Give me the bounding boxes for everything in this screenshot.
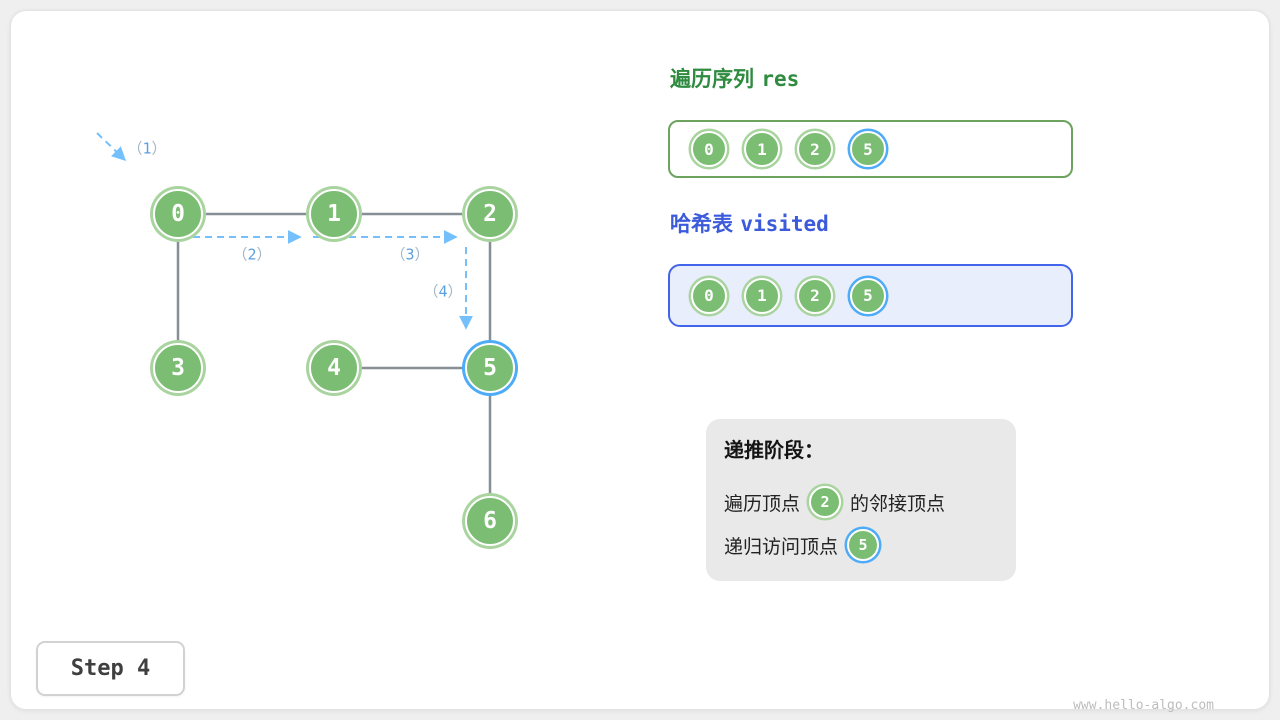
- step-label: Step 4: [70, 656, 151, 681]
- graph-node-3: 3: [153, 343, 203, 393]
- node-value: 6: [483, 508, 497, 534]
- inline-node-5-highlighted: 5: [847, 529, 880, 561]
- res-title-cn: 遍历序列: [670, 67, 754, 91]
- graph-node-1: 1: [309, 189, 359, 239]
- visited-item-2: 2: [797, 277, 833, 314]
- node-value: 5: [863, 286, 873, 305]
- explanation-line-1: 遍历顶点 2 的邻接顶点: [724, 483, 998, 521]
- visited-title-code: visited: [740, 212, 829, 236]
- node-value: 4: [327, 355, 341, 381]
- arrow-label-2: （2）: [232, 245, 272, 264]
- node-value: 5: [863, 139, 873, 159]
- node-value: 1: [757, 139, 767, 159]
- graph-node-4: 4: [309, 343, 359, 393]
- arrow-label-3: （3）: [390, 245, 430, 264]
- explanation-heading: 递推阶段：: [724, 438, 824, 462]
- visited-item-1: 1: [744, 277, 780, 314]
- visited-hash-box: 0 1 2 5: [668, 264, 1073, 327]
- graph-node-2: 2: [465, 189, 515, 239]
- res-title-code: res: [761, 67, 800, 91]
- node-value: 2: [483, 201, 497, 227]
- node-value: 0: [704, 139, 714, 159]
- node-value: 5: [483, 355, 497, 381]
- res-sequence-box: 0 1 2 5: [668, 120, 1073, 178]
- res-panel-title: 遍历序列 res: [670, 63, 799, 93]
- visited-panel-title: 哈希表 visited: [670, 208, 829, 238]
- node-value: 1: [757, 286, 767, 305]
- line2-prefix: 递归访问顶点: [724, 535, 839, 558]
- res-item-0: 0: [691, 131, 727, 167]
- watermark: www.hello-algo.com: [1073, 698, 1214, 713]
- node-value: 1: [327, 201, 341, 227]
- line1-prefix: 遍历顶点: [724, 492, 801, 515]
- line1-suffix: 的邻接顶点: [850, 492, 946, 515]
- visited-item-3-highlighted: 5: [850, 277, 886, 314]
- graph-node-6: 6: [465, 496, 515, 546]
- node-value: 2: [810, 139, 820, 159]
- node-value: 2: [810, 286, 820, 305]
- node-value: 5: [858, 536, 868, 554]
- graph-node-0: 0: [153, 189, 203, 239]
- step-badge: Step 4: [36, 641, 185, 696]
- graph-node-5-highlighted: 5: [465, 343, 515, 393]
- res-item-2: 2: [797, 131, 833, 167]
- node-value: 3: [171, 355, 185, 381]
- node-value: 0: [171, 201, 185, 227]
- inline-node-2: 2: [809, 486, 842, 518]
- arrow-label-4: （4）: [423, 282, 463, 301]
- node-value: 0: [704, 286, 714, 305]
- explanation-line-2: 递归访问顶点 5: [724, 526, 998, 564]
- node-value: 2: [820, 493, 830, 511]
- explanation-box: 递推阶段： 遍历顶点 2 的邻接顶点 递归访问顶点 5: [706, 419, 1016, 581]
- visited-title-cn: 哈希表: [670, 212, 733, 236]
- visited-item-0: 0: [691, 277, 727, 314]
- res-item-1: 1: [744, 131, 780, 167]
- res-item-3-highlighted: 5: [850, 131, 886, 167]
- arrow-label-1: （1）: [127, 139, 167, 158]
